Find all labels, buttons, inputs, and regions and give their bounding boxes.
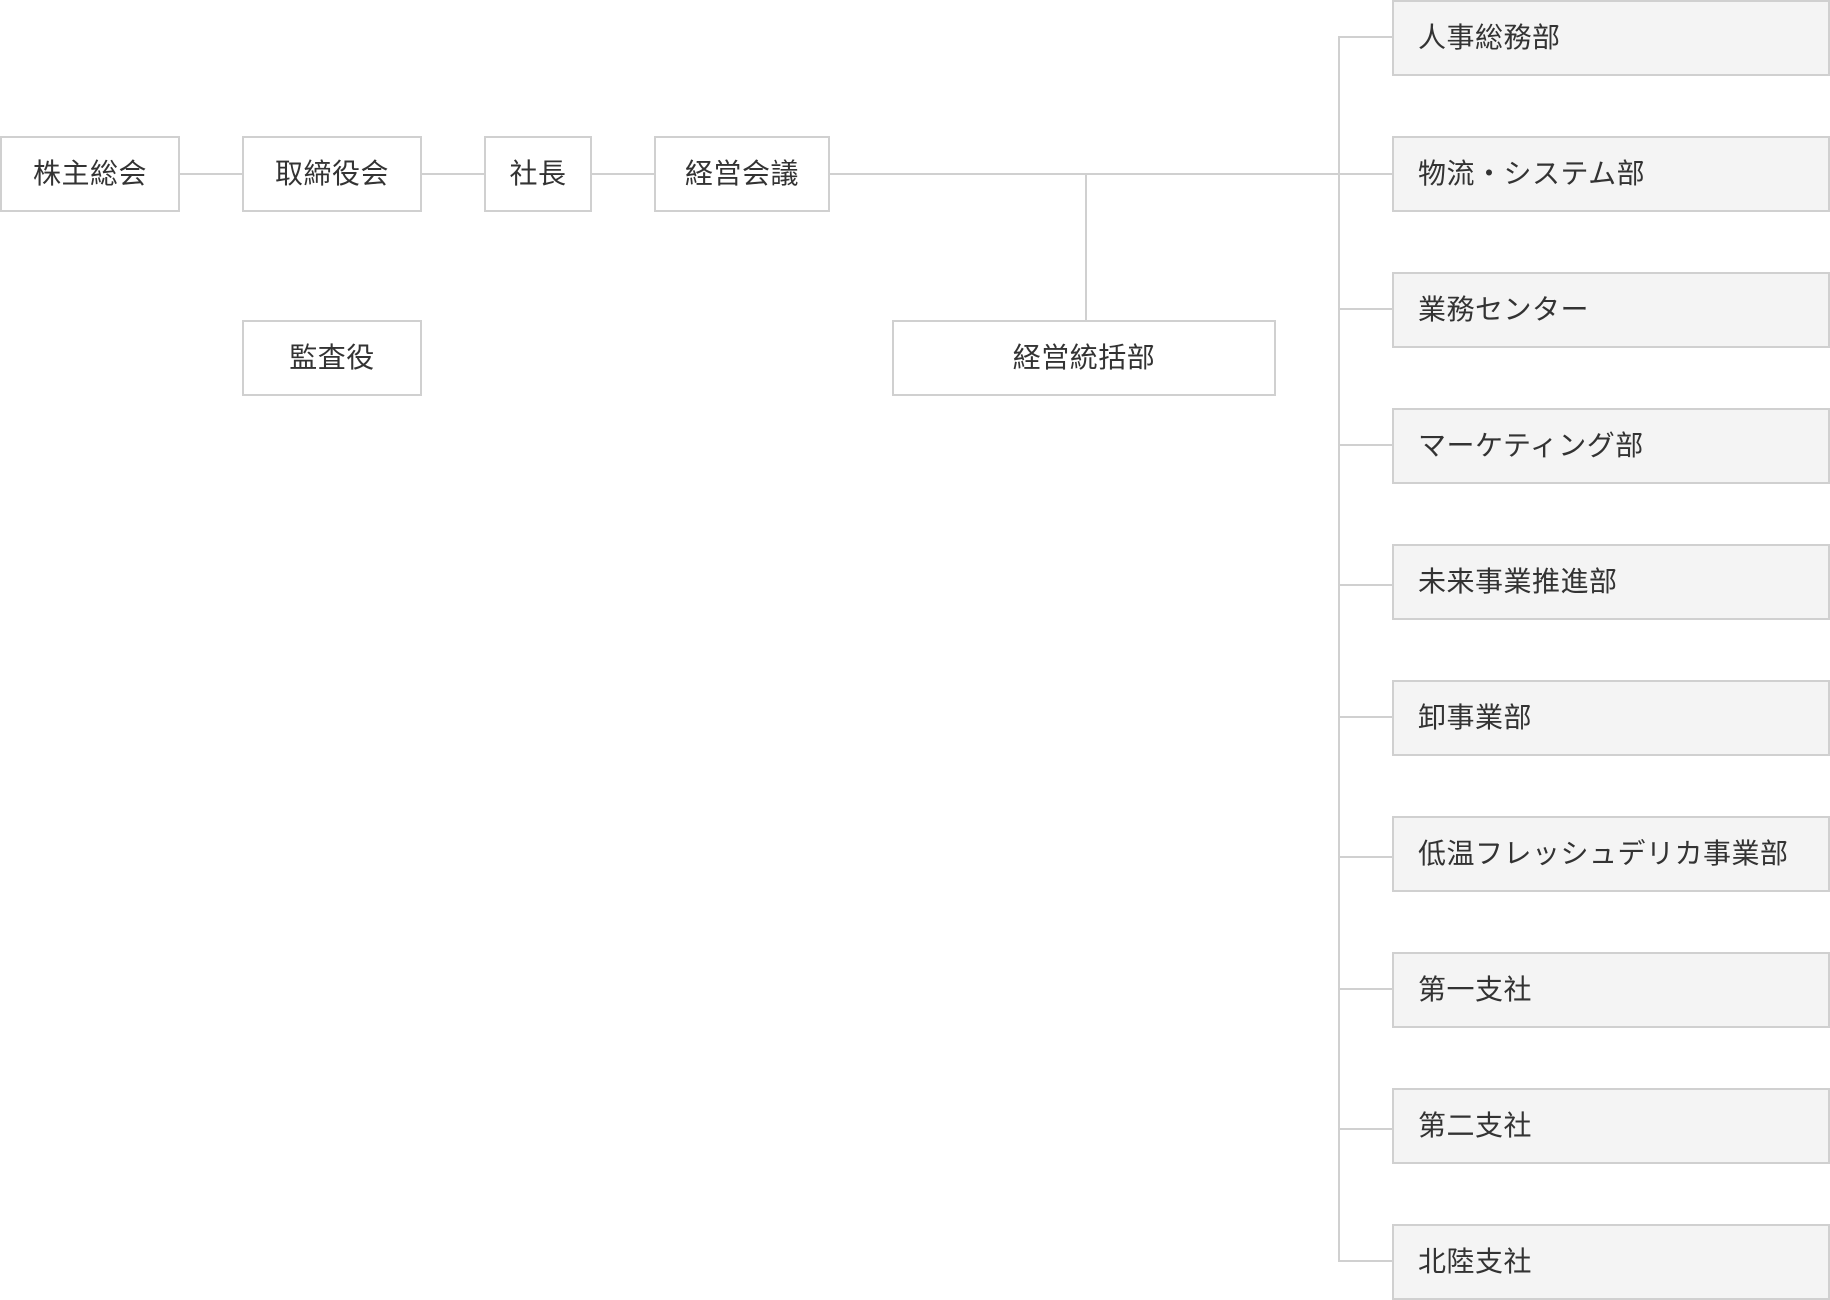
dept-box: 第二支社 bbox=[1392, 1088, 1830, 1164]
dept-box: 未来事業推進部 bbox=[1392, 544, 1830, 620]
connector-line bbox=[828, 173, 1338, 175]
connector-line bbox=[1338, 716, 1392, 718]
shareholders-meeting-box: 株主総会 bbox=[0, 136, 180, 212]
connector-line bbox=[1338, 988, 1392, 990]
connector-line bbox=[420, 173, 484, 175]
dept-box: 業務センター bbox=[1392, 272, 1830, 348]
management-meeting-box: 経営会議 bbox=[654, 136, 830, 212]
connector-line bbox=[1338, 444, 1392, 446]
connector-line bbox=[1338, 173, 1392, 175]
dept-box: 北陸支社 bbox=[1392, 1224, 1830, 1300]
dept-box: 物流・システム部 bbox=[1392, 136, 1830, 212]
board-of-directors-box: 取締役会 bbox=[242, 136, 422, 212]
auditor-box: 監査役 bbox=[242, 320, 422, 396]
dept-box: マーケティング部 bbox=[1392, 408, 1830, 484]
connector-line bbox=[1338, 36, 1392, 38]
connector-line bbox=[1338, 1128, 1392, 1130]
dept-box: 人事総務部 bbox=[1392, 0, 1830, 76]
connector-line bbox=[1338, 856, 1392, 858]
management-integration-dept-box: 経営統括部 bbox=[892, 320, 1276, 396]
president-box: 社長 bbox=[484, 136, 592, 212]
connector-line bbox=[1085, 173, 1087, 321]
connector-line bbox=[590, 173, 654, 175]
dept-box: 低温フレッシュデリカ事業部 bbox=[1392, 816, 1830, 892]
connector-line bbox=[178, 173, 242, 175]
connector-line bbox=[1338, 308, 1392, 310]
connector-line bbox=[1338, 584, 1392, 586]
dept-box: 第一支社 bbox=[1392, 952, 1830, 1028]
connector-line bbox=[1338, 36, 1340, 1262]
connector-line bbox=[1338, 1260, 1392, 1262]
dept-box: 卸事業部 bbox=[1392, 680, 1830, 756]
